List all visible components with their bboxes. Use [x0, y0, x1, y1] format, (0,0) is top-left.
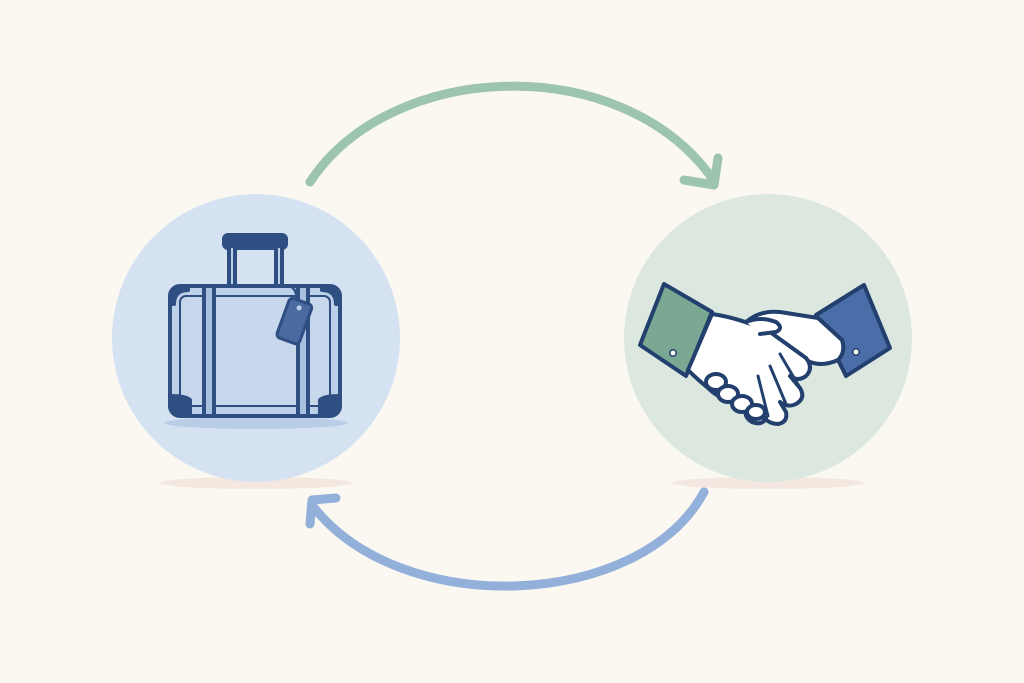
- bottom-arrow-head-icon: [305, 493, 341, 529]
- suitcase-strap-left: [202, 284, 216, 418]
- suitcase-tag-icon: [275, 296, 314, 346]
- suitcase-corner-br: [318, 394, 342, 418]
- luggage-node: [112, 194, 400, 489]
- handshake-icon: [638, 282, 892, 426]
- suitcase-icon: [168, 233, 342, 418]
- finger-crease-2: [768, 364, 788, 406]
- left-sleeve-button: [669, 349, 677, 357]
- suitcase-handle-post-right: [274, 244, 284, 288]
- suitcase-handle-post-left: [227, 244, 237, 288]
- suitcase-corner-bl: [168, 394, 192, 418]
- luggage-shadow: [160, 477, 352, 489]
- right-sleeve-button: [852, 348, 860, 356]
- suitcase-corner-tr: [320, 284, 342, 306]
- agreement-shadow: [672, 477, 864, 489]
- suitcase-corner-tl: [168, 284, 190, 306]
- bottom-arrow: [305, 487, 709, 591]
- knuckle-4: [745, 403, 767, 421]
- suitcase-floor-shadow: [164, 417, 348, 429]
- top-arrow-head-icon: [679, 153, 723, 190]
- finger-crease-1: [778, 352, 802, 390]
- top-arrow: [305, 81, 723, 190]
- handshake-thumb: [744, 317, 782, 336]
- suitcase-strap-right: [296, 284, 310, 418]
- top-arrow-arc: [305, 81, 717, 187]
- suitcase-handle-bar: [222, 233, 288, 250]
- agreement-node: [624, 194, 912, 489]
- bottom-arrow-arc: [307, 487, 709, 591]
